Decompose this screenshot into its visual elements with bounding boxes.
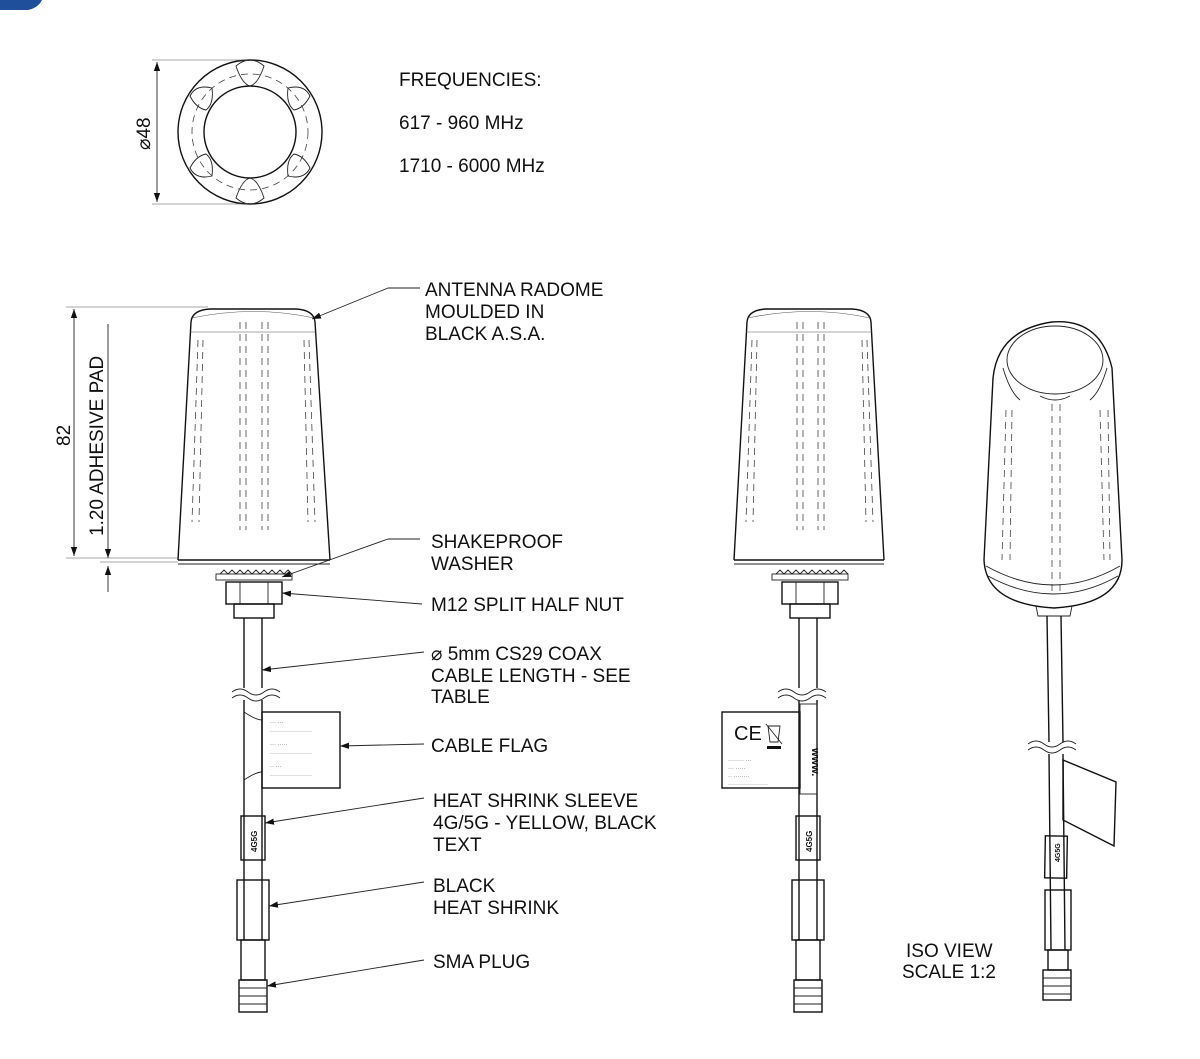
radome-line-3: BLACK A.S.A.	[425, 324, 545, 345]
frequencies-heading: FREQUENCIES:	[399, 70, 542, 91]
iso-cable-flag	[1062, 758, 1117, 848]
svg-text:········ ···: ········ ···	[728, 758, 752, 764]
callout-radome: ANTENNA RADOME MOULDED IN BLACK A.S.A.	[425, 280, 603, 345]
ce-mark: CE	[734, 723, 762, 745]
height-dimension-label: 82	[54, 425, 75, 446]
frequencies-block: FREQUENCIES: 617 - 960 MHz 1710 - 6000 M…	[399, 70, 545, 177]
callout-leaders	[261, 287, 425, 988]
corner-tab	[0, 0, 42, 10]
callout-black-shrink: BLACK HEAT SHRINK	[433, 876, 559, 919]
sleeve-line-2: 4G/5G - YELLOW, BLACK	[433, 813, 657, 834]
callout-coax: ⌀ 5mm CS29 COAX CABLE LENGTH - SEE TABLE	[431, 644, 631, 708]
svg-text:·· ········: ·· ········	[728, 774, 750, 780]
front-view: ··· ··· ····················· ··· ····· …	[177, 308, 341, 1013]
sleeve-line-1: HEAT SHRINK SLEEVE	[433, 791, 638, 812]
side-view: CE www. ········ ··· ··· ····· ·· ······…	[721, 308, 885, 1013]
adhesive-pad-dimension-label: 1.20 ADHESIVE PAD	[87, 356, 108, 536]
radome-line-2: MOULDED IN	[425, 302, 544, 323]
flag-url-text: www.	[809, 747, 821, 776]
svg-text:····················: ····················	[728, 782, 768, 788]
svg-text:·· ···: ·· ···	[270, 764, 282, 770]
side-heat-shrink-sleeve	[795, 815, 821, 861]
frequency-band-1: 617 - 960 MHz	[399, 113, 524, 134]
iso-sleeve-text: 4G5G	[1055, 843, 1062, 862]
front-heat-shrink-sleeve	[240, 815, 266, 861]
radome-ribs	[191, 322, 316, 530]
callout-sleeve: HEAT SHRINK SLEEVE 4G/5G - YELLOW, BLACK…	[433, 791, 657, 856]
sleeve-line-3: TEXT	[433, 835, 482, 856]
coax-line-3: TABLE	[431, 687, 490, 708]
washer-line-1: SHAKEPROOF	[431, 532, 563, 553]
front-cable-flag	[261, 711, 341, 789]
svg-text:··· ···: ··· ···	[270, 720, 284, 726]
svg-text:··· ·····: ··· ·····	[728, 766, 746, 772]
top-view-lobes	[189, 59, 311, 205]
iso-view-label: ISO VIEW	[906, 941, 993, 962]
frequency-band-2: 1710 - 6000 MHz	[399, 156, 545, 177]
svg-text:··· ·····: ··· ·····	[270, 742, 288, 748]
coax-line-1: ⌀ 5mm CS29 COAX	[431, 644, 602, 665]
washer-line-2: WASHER	[431, 554, 514, 575]
coax-line-2: CABLE LENGTH - SEE	[431, 666, 631, 687]
callout-flag: CABLE FLAG	[431, 736, 548, 757]
callout-nut: M12 SPLIT HALF NUT	[431, 595, 624, 616]
svg-text:·····················: ·····················	[270, 751, 312, 757]
iso-view-scale: SCALE 1:2	[902, 962, 996, 983]
black-shrink-line-1: BLACK	[433, 876, 496, 897]
svg-text:·····················: ·····················	[270, 729, 312, 735]
height-dimensions: 82 1.20 ADHESIVE PAD	[54, 306, 208, 592]
weee-bin-icon	[765, 723, 783, 749]
front-sleeve-text: 4G5G	[250, 831, 259, 852]
radome-line-1: ANTENNA RADOME	[425, 280, 603, 301]
iso-view: 4G5G ISO VIEW SCALE 1:2	[902, 321, 1123, 1001]
callout-washer: SHAKEPROOF WASHER	[431, 532, 563, 575]
top-view: ⌀48	[134, 59, 323, 205]
side-sleeve-text: 4G5G	[805, 831, 814, 852]
black-shrink-line-2: HEAT SHRINK	[433, 898, 559, 919]
diameter-dimension-label: ⌀48	[134, 117, 155, 150]
callout-sma: SMA PLUG	[433, 952, 530, 973]
svg-text:·····················: ·····················	[270, 773, 312, 779]
